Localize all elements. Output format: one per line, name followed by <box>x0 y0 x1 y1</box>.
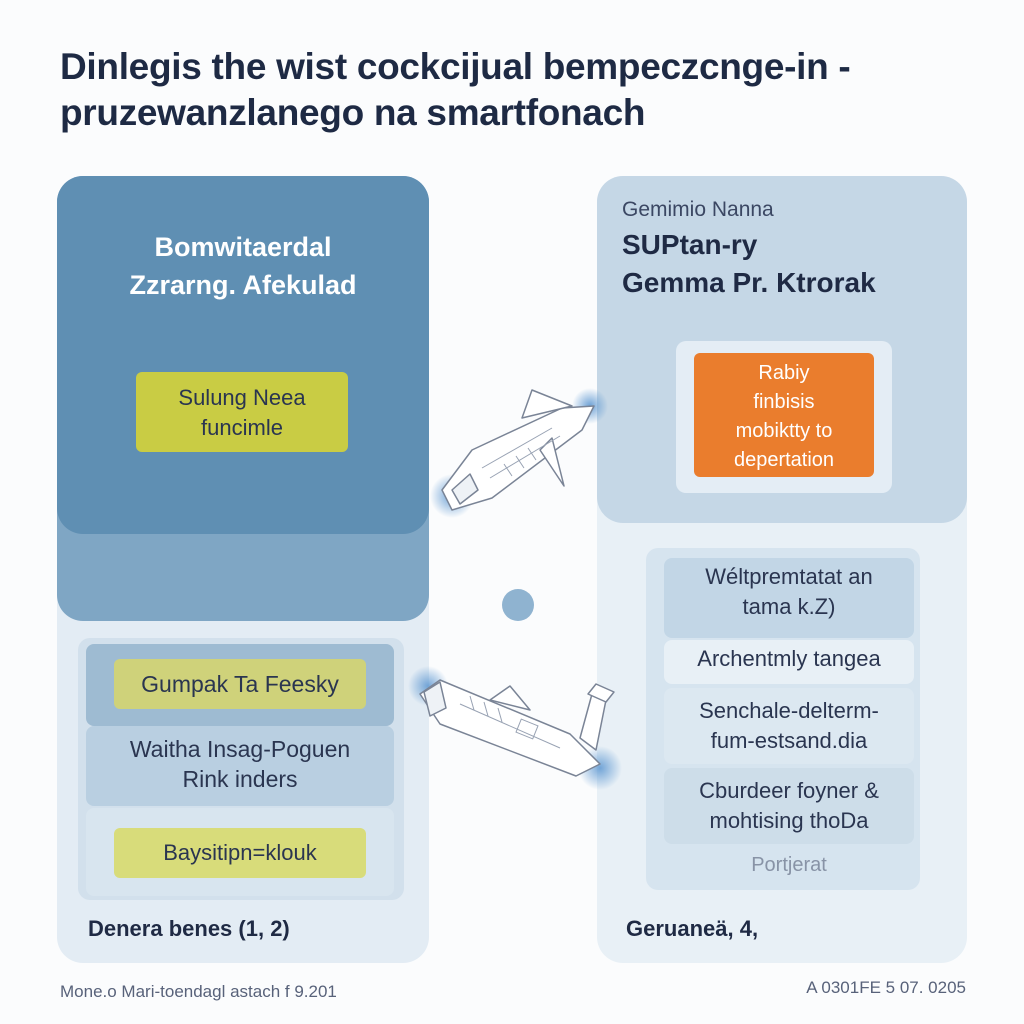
right-list-row: Senchale-delterm- fum-estsand.dia <box>664 688 914 764</box>
right-row-4-line-2: mohtising thoDa <box>709 808 869 833</box>
right-panel-small-label: Gemimio Nanna <box>622 198 774 221</box>
right-row-5-line-1: Portjerat <box>751 854 827 876</box>
rocket-sketch-icon <box>408 666 622 790</box>
orange-box-line: mobiktty to <box>735 420 833 442</box>
left-row-1-tag: Gumpak Ta Feesky <box>114 659 366 709</box>
left-panel-footer: Denera benes (1, 2) <box>88 916 290 941</box>
right-panel-heading: SUPtan-ry Gemma Pr. Ktrorak <box>622 226 952 302</box>
right-list-row: Wéltpremtatat an tama k.Z) <box>664 558 914 638</box>
left-heading-line-1: Bomwitaerdal <box>154 232 332 262</box>
left-row-3-tag: Baysitipn=klouk <box>114 828 366 878</box>
page-title: Dinlegis the wist cockcijual bempeczcnge… <box>60 44 960 136</box>
right-list-row: Archentmly tangea <box>664 640 914 684</box>
right-row-2-line-1: Archentmly tangea <box>697 646 881 671</box>
right-panel-footer: Geruaneä, 4, <box>626 916 759 941</box>
title-line-2: pruzewanzlanego na smartfonach <box>60 92 646 133</box>
left-heading-line-2: Zzrarng. Afekulad <box>129 270 357 300</box>
right-row-3-line-1: Senchale-delterm- <box>699 698 879 723</box>
right-heading-line-2: Gemma Pr. Ktrorak <box>622 267 876 298</box>
left-main-tag-line-2: funcimle <box>201 415 283 440</box>
right-heading-line-1: SUPtan-ry <box>622 229 758 260</box>
footer-code: A 0301FE 5 07. 0205 <box>806 978 966 997</box>
left-row-2-line-2: Rink inders <box>182 766 298 792</box>
right-list-row: Portjerat <box>664 850 914 882</box>
orange-box-line: depertation <box>733 449 835 471</box>
center-dot-icon <box>502 589 534 621</box>
left-main-tag: Sulung Neea funcimle <box>136 372 348 452</box>
orange-box-line: Rabiy <box>758 362 810 384</box>
left-row-2-text: Waitha Insag-Poguen Rink inders <box>86 734 394 794</box>
right-row-3-line-2: fum-estsand.dia <box>710 728 868 753</box>
footer-credit: Mone.o Mari-toendagl astach f 9.201 <box>60 982 337 1001</box>
left-panel-heading: Bomwitaerdal Zzrarng. Afekulad <box>57 228 429 304</box>
right-list-row: Cburdeer foyner & mohtising thoDa <box>664 768 914 844</box>
right-row-4-line-1: Cburdeer foyner & <box>699 778 879 803</box>
left-row-2-line-1: Waitha Insag-Poguen <box>129 736 351 762</box>
left-main-tag-line-1: Sulung Neea <box>178 385 306 410</box>
left-panel-header <box>57 176 429 534</box>
orange-box: Rabiy finbisis mobiktty to depertation <box>694 353 874 477</box>
right-row-1-line-2: tama k.Z) <box>742 594 836 619</box>
orange-box-line: finbisis <box>753 391 815 413</box>
title-line-1: Dinlegis the wist cockcijual bempeczcnge… <box>60 46 851 87</box>
right-row-1-line-1: Wéltpremtatat an <box>705 564 873 589</box>
left-list-row <box>86 726 394 806</box>
rocket-sketch-icon <box>430 388 608 518</box>
